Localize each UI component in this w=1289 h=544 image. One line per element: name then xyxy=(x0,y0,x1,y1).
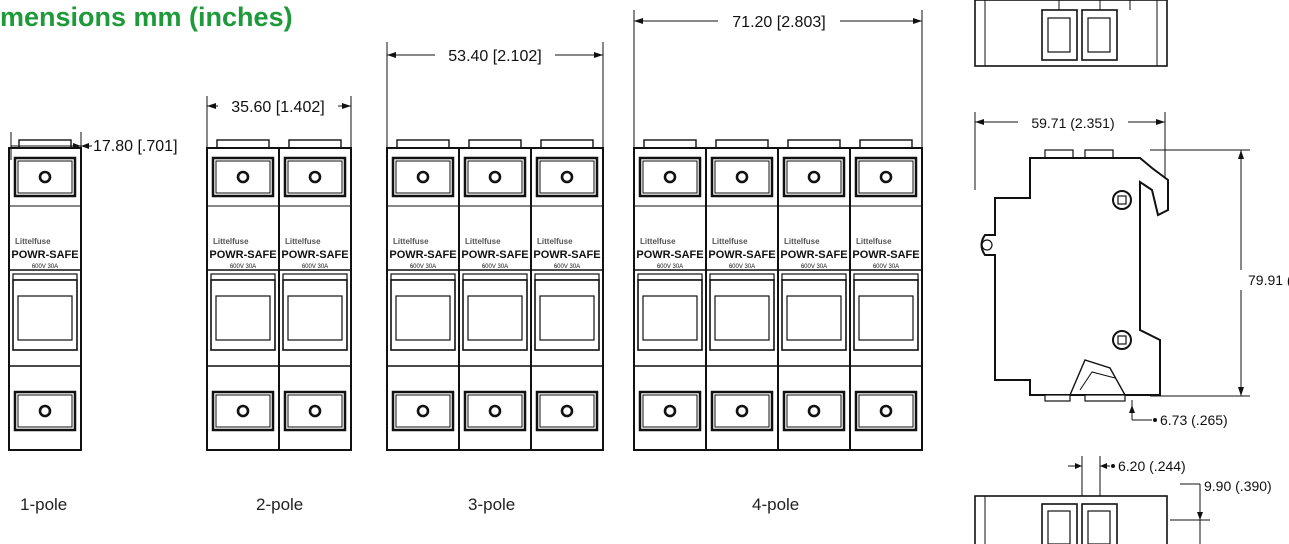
rating-label: 600V 30A xyxy=(554,264,580,270)
front-view-4-pole: 71.20 [2.803] xyxy=(632,10,924,452)
rating-label: 600V 30A xyxy=(801,264,827,270)
product-label: POWR-SAFE xyxy=(389,249,456,261)
module-label: Littelfuse POWR-SAFE 600V 30A xyxy=(11,237,78,270)
brand-label: Littelfuse xyxy=(15,237,51,246)
rating-label: 600V 30A xyxy=(32,264,58,270)
product-label: POWR-SAFE xyxy=(11,249,78,261)
rating-label: 600V 30A xyxy=(410,264,436,270)
rating-label: 600V 30A xyxy=(729,264,755,270)
product-label: POWR-SAFE xyxy=(461,249,528,261)
side-view: 59.71 (2.351) 79.91 (3.146) 6.73 (.265) xyxy=(974,112,1289,428)
rating-label: 600V 30A xyxy=(873,264,899,270)
dimension-4-pole: 71.20 [2.803] xyxy=(732,14,825,31)
caption-1-pole: 1-pole xyxy=(20,495,68,514)
dimension-3-pole: 53.40 [2.102] xyxy=(448,48,541,65)
caption-4-pole: 4-pole xyxy=(752,495,800,514)
brand-label: Littelfuse xyxy=(640,237,676,246)
dimension-height: 79.91 (3.146) xyxy=(1248,272,1289,288)
rating-label: 600V 30A xyxy=(482,264,508,270)
dimension-1-pole: 17.80 [.701] xyxy=(93,138,178,155)
brand-label: Littelfuse xyxy=(393,237,429,246)
dimension-bottom-a: 6.20 (.244) xyxy=(1118,458,1186,474)
brand-label: Littelfuse xyxy=(285,237,321,246)
front-view-2-pole: 35.60 [1.402] xyxy=(205,96,353,452)
brand-label: Littelfuse xyxy=(465,237,501,246)
brand-label: Littelfuse xyxy=(537,237,573,246)
brand-label: Littelfuse xyxy=(213,237,249,246)
front-view-3-pole: 53.40 [2.102] xyxy=(385,42,605,452)
product-label: POWR-SAFE xyxy=(209,249,276,261)
brand-label: Littelfuse xyxy=(856,237,892,246)
dimension-depth: 59.71 (2.351) xyxy=(1031,115,1114,131)
caption-3-pole: 3-pole xyxy=(468,495,516,514)
dimension-bottom-b: 9.90 (.390) xyxy=(1204,478,1272,494)
dimension-2-pole: 35.60 [1.402] xyxy=(231,99,324,116)
product-label: POWR-SAFE xyxy=(281,249,348,261)
top-view xyxy=(974,0,1168,67)
dimension-rail: 6.73 (.265) xyxy=(1160,412,1228,428)
product-label: POWR-SAFE xyxy=(533,249,600,261)
rating-label: 600V 30A xyxy=(657,264,683,270)
product-label: POWR-SAFE xyxy=(852,249,919,261)
product-label: POWR-SAFE xyxy=(780,249,847,261)
bottom-view: 6.20 (.244) 9.90 (.390) xyxy=(974,456,1272,544)
front-view-1-pole: Littelfuse POWR-SAFE 600V 30A 17.80 [.70… xyxy=(7,132,178,452)
rating-label: 600V 30A xyxy=(302,264,328,270)
page-title: mensions mm (inches) xyxy=(0,2,293,32)
rating-label: 600V 30A xyxy=(230,264,256,270)
product-label: POWR-SAFE xyxy=(708,249,775,261)
brand-label: Littelfuse xyxy=(712,237,748,246)
product-label: POWR-SAFE xyxy=(636,249,703,261)
caption-2-pole: 2-pole xyxy=(256,495,304,514)
brand-label: Littelfuse xyxy=(784,237,820,246)
